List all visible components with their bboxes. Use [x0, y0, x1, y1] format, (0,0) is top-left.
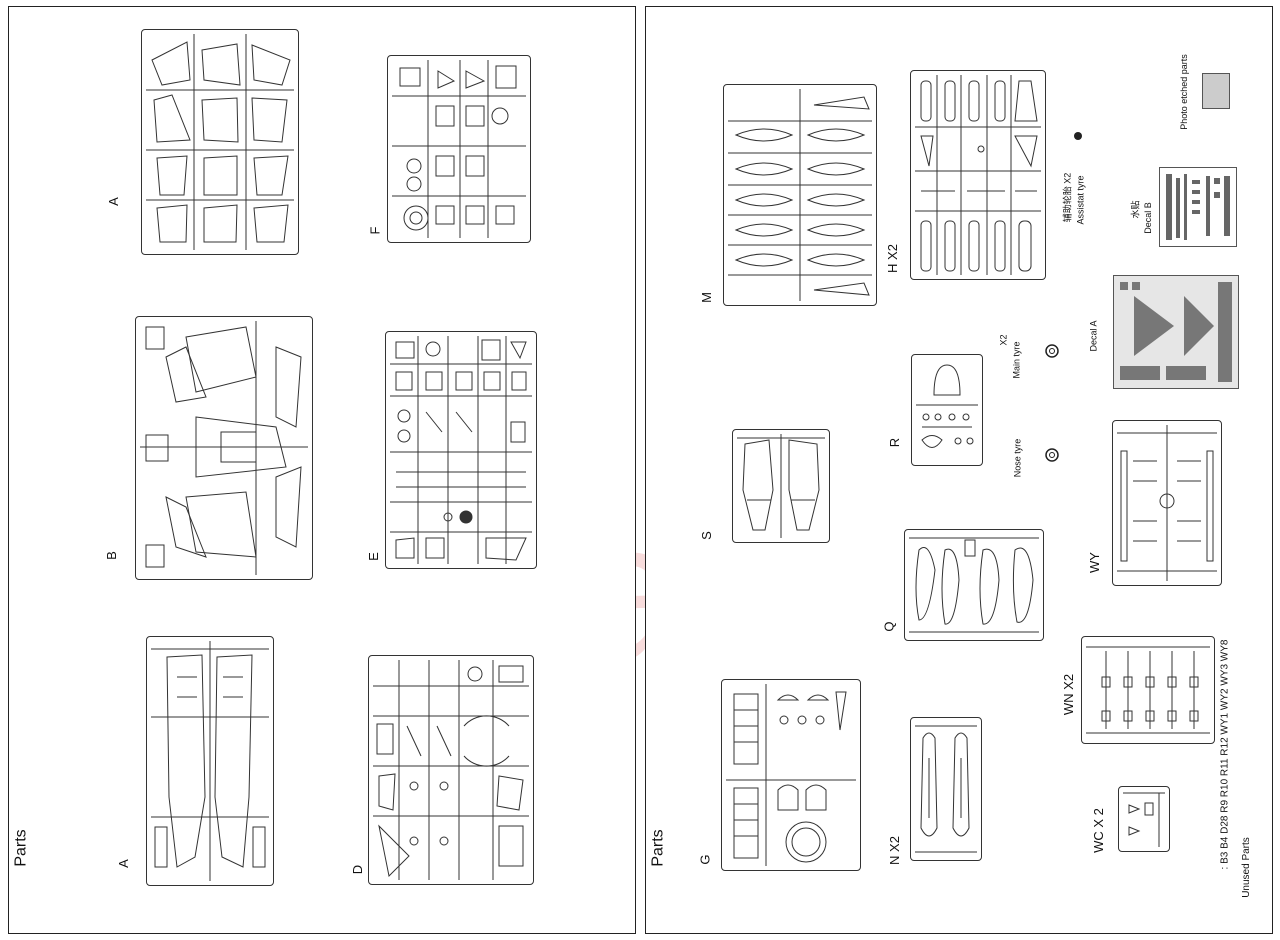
- sprue-b-label: B: [103, 551, 119, 560]
- sprue-f-drawing: [392, 60, 526, 238]
- sprue-h-label: H X2: [884, 244, 900, 273]
- decal-a-label: Decal A: [1089, 320, 1099, 351]
- sprue-r: [911, 354, 983, 466]
- left-page: Parts A: [8, 6, 636, 934]
- sprue-wc-drawing: [1123, 792, 1165, 847]
- sprue-b-drawing: [140, 321, 308, 575]
- decal-b-label: 水贴: [1129, 200, 1142, 218]
- sprue-c-drawing: [146, 34, 294, 250]
- sprue-s: [732, 429, 830, 543]
- right-page: Parts M: [645, 6, 1273, 934]
- decal-a-sheet: [1113, 275, 1239, 389]
- main-tyre-label: Main tyre: [1011, 341, 1022, 379]
- sprue-wn-label: WN X2: [1061, 673, 1077, 716]
- sprue-g-drawing: [726, 684, 856, 866]
- sprue-c: [141, 29, 299, 255]
- sprue-a: [146, 636, 274, 886]
- decal-a-word: Decal: [1088, 328, 1099, 352]
- sprue-m-drawing: [728, 89, 872, 301]
- photo-etched-sheet: [1202, 73, 1230, 109]
- sprue-q: [904, 529, 1044, 641]
- decal-b-en: Decal B: [1143, 202, 1153, 234]
- sprue-wn: [1081, 636, 1215, 744]
- sprue-g-label: G: [697, 854, 713, 865]
- decal-a-drawing: [1120, 282, 1232, 382]
- sprue-g: [721, 679, 861, 871]
- decal-a-letter: A: [1088, 320, 1099, 327]
- sprue-s-label: S: [698, 531, 714, 540]
- sprue-wy-drawing: [1117, 425, 1217, 581]
- sprue-m-label: M: [698, 292, 714, 303]
- assist-tyre-label: 辅助轮胎 X2: [1060, 173, 1073, 223]
- sprue-n: [910, 717, 982, 861]
- sprue-wn-drawing: [1086, 646, 1210, 734]
- sprue-f: [387, 55, 531, 243]
- left-parts-heading: Parts: [12, 829, 30, 867]
- sprue-a-drawing: [151, 641, 269, 881]
- assist-tyre-icon: [1074, 132, 1082, 140]
- sprue-wc: [1118, 786, 1170, 852]
- sprue-e: [385, 331, 537, 569]
- main-tyre-qty: X2: [998, 334, 1009, 346]
- sprue-a-text: A: [115, 859, 131, 868]
- sprue-wc-label: WC X 2: [1090, 808, 1106, 853]
- sprue-wy: [1112, 420, 1222, 586]
- decal-b-cn: 水贴: [1130, 200, 1141, 219]
- sprue-n-label: N X2: [886, 836, 902, 865]
- unused-parts-label: Unused Parts: [1240, 837, 1252, 898]
- assist-tyre-cn: 辅助轮胎: [1062, 186, 1073, 223]
- sprue-r-drawing: [916, 364, 978, 448]
- sprue-d: [368, 655, 534, 885]
- sprue-q-label: Q: [881, 621, 897, 632]
- sprue-b: [135, 316, 313, 580]
- sprue-n-drawing: [915, 725, 977, 853]
- sprue-a-label-visible: A: [116, 859, 131, 868]
- sprue-f-label: F: [367, 226, 383, 235]
- sprue-e-drawing: [390, 336, 532, 564]
- unused-parts-list: : B3 B4 D28 R9 R10 R11 R12 WY1 WY2 WY3 W…: [1219, 639, 1231, 870]
- assist-tyre-qty: X2: [1062, 172, 1073, 184]
- nose-tyre-icon: [1045, 448, 1059, 462]
- sprue-h: [910, 70, 1046, 280]
- decal-b-drawing: [1166, 174, 1230, 240]
- sprue-m: [723, 84, 877, 306]
- decal-b-letter: B: [1142, 202, 1153, 209]
- photo-etched-label: Photo etched parts: [1178, 54, 1189, 130]
- main-tyre-icon: [1045, 344, 1059, 358]
- sprue-c-label: A: [105, 197, 121, 206]
- sprue-d-label: D: [350, 864, 366, 875]
- sprue-d-drawing: [373, 660, 529, 880]
- sprue-wy-label: WY: [1086, 552, 1102, 573]
- right-parts-heading: Parts: [649, 829, 667, 867]
- sprue-r-label: R: [887, 437, 903, 448]
- sprue-h-drawing: [915, 75, 1041, 275]
- sprue-e-label: E: [365, 552, 381, 561]
- assist-tyre-en: Assistat tyre: [1075, 175, 1086, 225]
- decal-b-word: Decal: [1142, 210, 1153, 234]
- sprue-q-drawing: [909, 537, 1039, 633]
- decal-b-sheet: [1159, 167, 1237, 247]
- sprue-s-drawing: [737, 434, 825, 538]
- nose-tyre-label: Nose tyre: [1012, 438, 1023, 478]
